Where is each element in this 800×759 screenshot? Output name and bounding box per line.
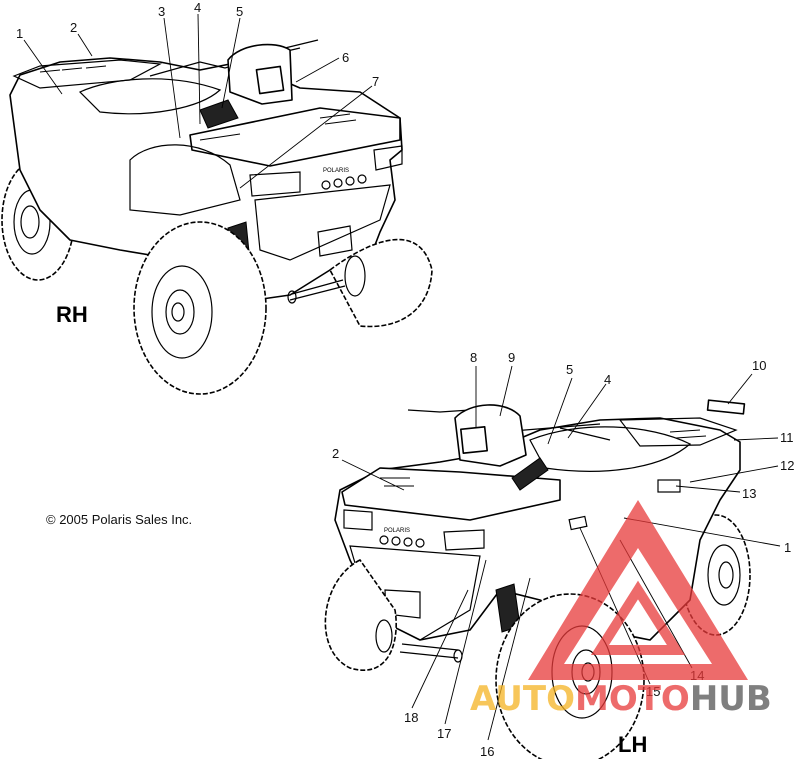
lh-callout-9: 9 — [508, 350, 515, 365]
rh-callout-1: 1 — [16, 26, 23, 41]
copyright-text: © 2005 Polaris Sales Inc. — [46, 512, 192, 527]
watermark-triangle-icon — [528, 500, 748, 680]
lh-callout-11: 11 — [780, 430, 794, 445]
rh-callout-4: 4 — [194, 0, 201, 15]
lh-callout-16: 16 — [480, 744, 494, 759]
lh-decal-10 — [706, 399, 746, 415]
rh-grille-logo: POLARIS — [323, 168, 349, 174]
rh-callout-3: 3 — [158, 4, 165, 19]
lh-callout-4: 4 — [604, 372, 611, 387]
view-label-rh: RH — [56, 302, 88, 327]
rh-callout-7: 7 — [372, 74, 379, 89]
atv-right-hand-view: POLARIS — [1, 39, 433, 395]
svg-text:AUTOMOTOHUB: AUTOMOTOHUB — [470, 679, 772, 719]
rh-callout-6: 6 — [342, 50, 349, 65]
lh-callout-2: 2 — [332, 446, 339, 461]
lh-callout-10: 10 — [752, 358, 766, 373]
rh-callout-5: 5 — [236, 4, 243, 19]
watermark-hub: HUB — [690, 679, 772, 719]
lh-callout-5: 5 — [566, 362, 573, 377]
rh-callout-2: 2 — [70, 20, 77, 35]
watermark-logo: AUTOMOTOHUB — [470, 500, 772, 719]
rh-callouts: 1 2 3 4 5 6 7 — [16, 0, 379, 89]
lh-callout-12: 12 — [780, 458, 794, 473]
rh-front-wheel — [133, 221, 267, 395]
lh-callouts: 8 9 5 4 10 11 12 13 1 2 14 15 16 17 18 — [332, 350, 794, 759]
lh-grille-logo: POLARIS — [384, 528, 410, 534]
view-label-lh: LH — [618, 732, 647, 757]
rh-side-decal — [199, 99, 239, 129]
lh-callout-15: 15 — [646, 684, 660, 699]
watermark-moto: MOTO — [575, 679, 690, 719]
lh-callout-1: 1 — [784, 540, 791, 555]
lh-callout-17: 17 — [437, 726, 451, 741]
rh-leader-lines — [23, 13, 373, 189]
lh-callout-13: 13 — [742, 486, 756, 501]
lh-callout-8: 8 — [470, 350, 477, 365]
lh-callout-18: 18 — [404, 710, 418, 725]
watermark-auto: AUTO — [470, 679, 575, 719]
lh-side-decal — [511, 457, 549, 491]
